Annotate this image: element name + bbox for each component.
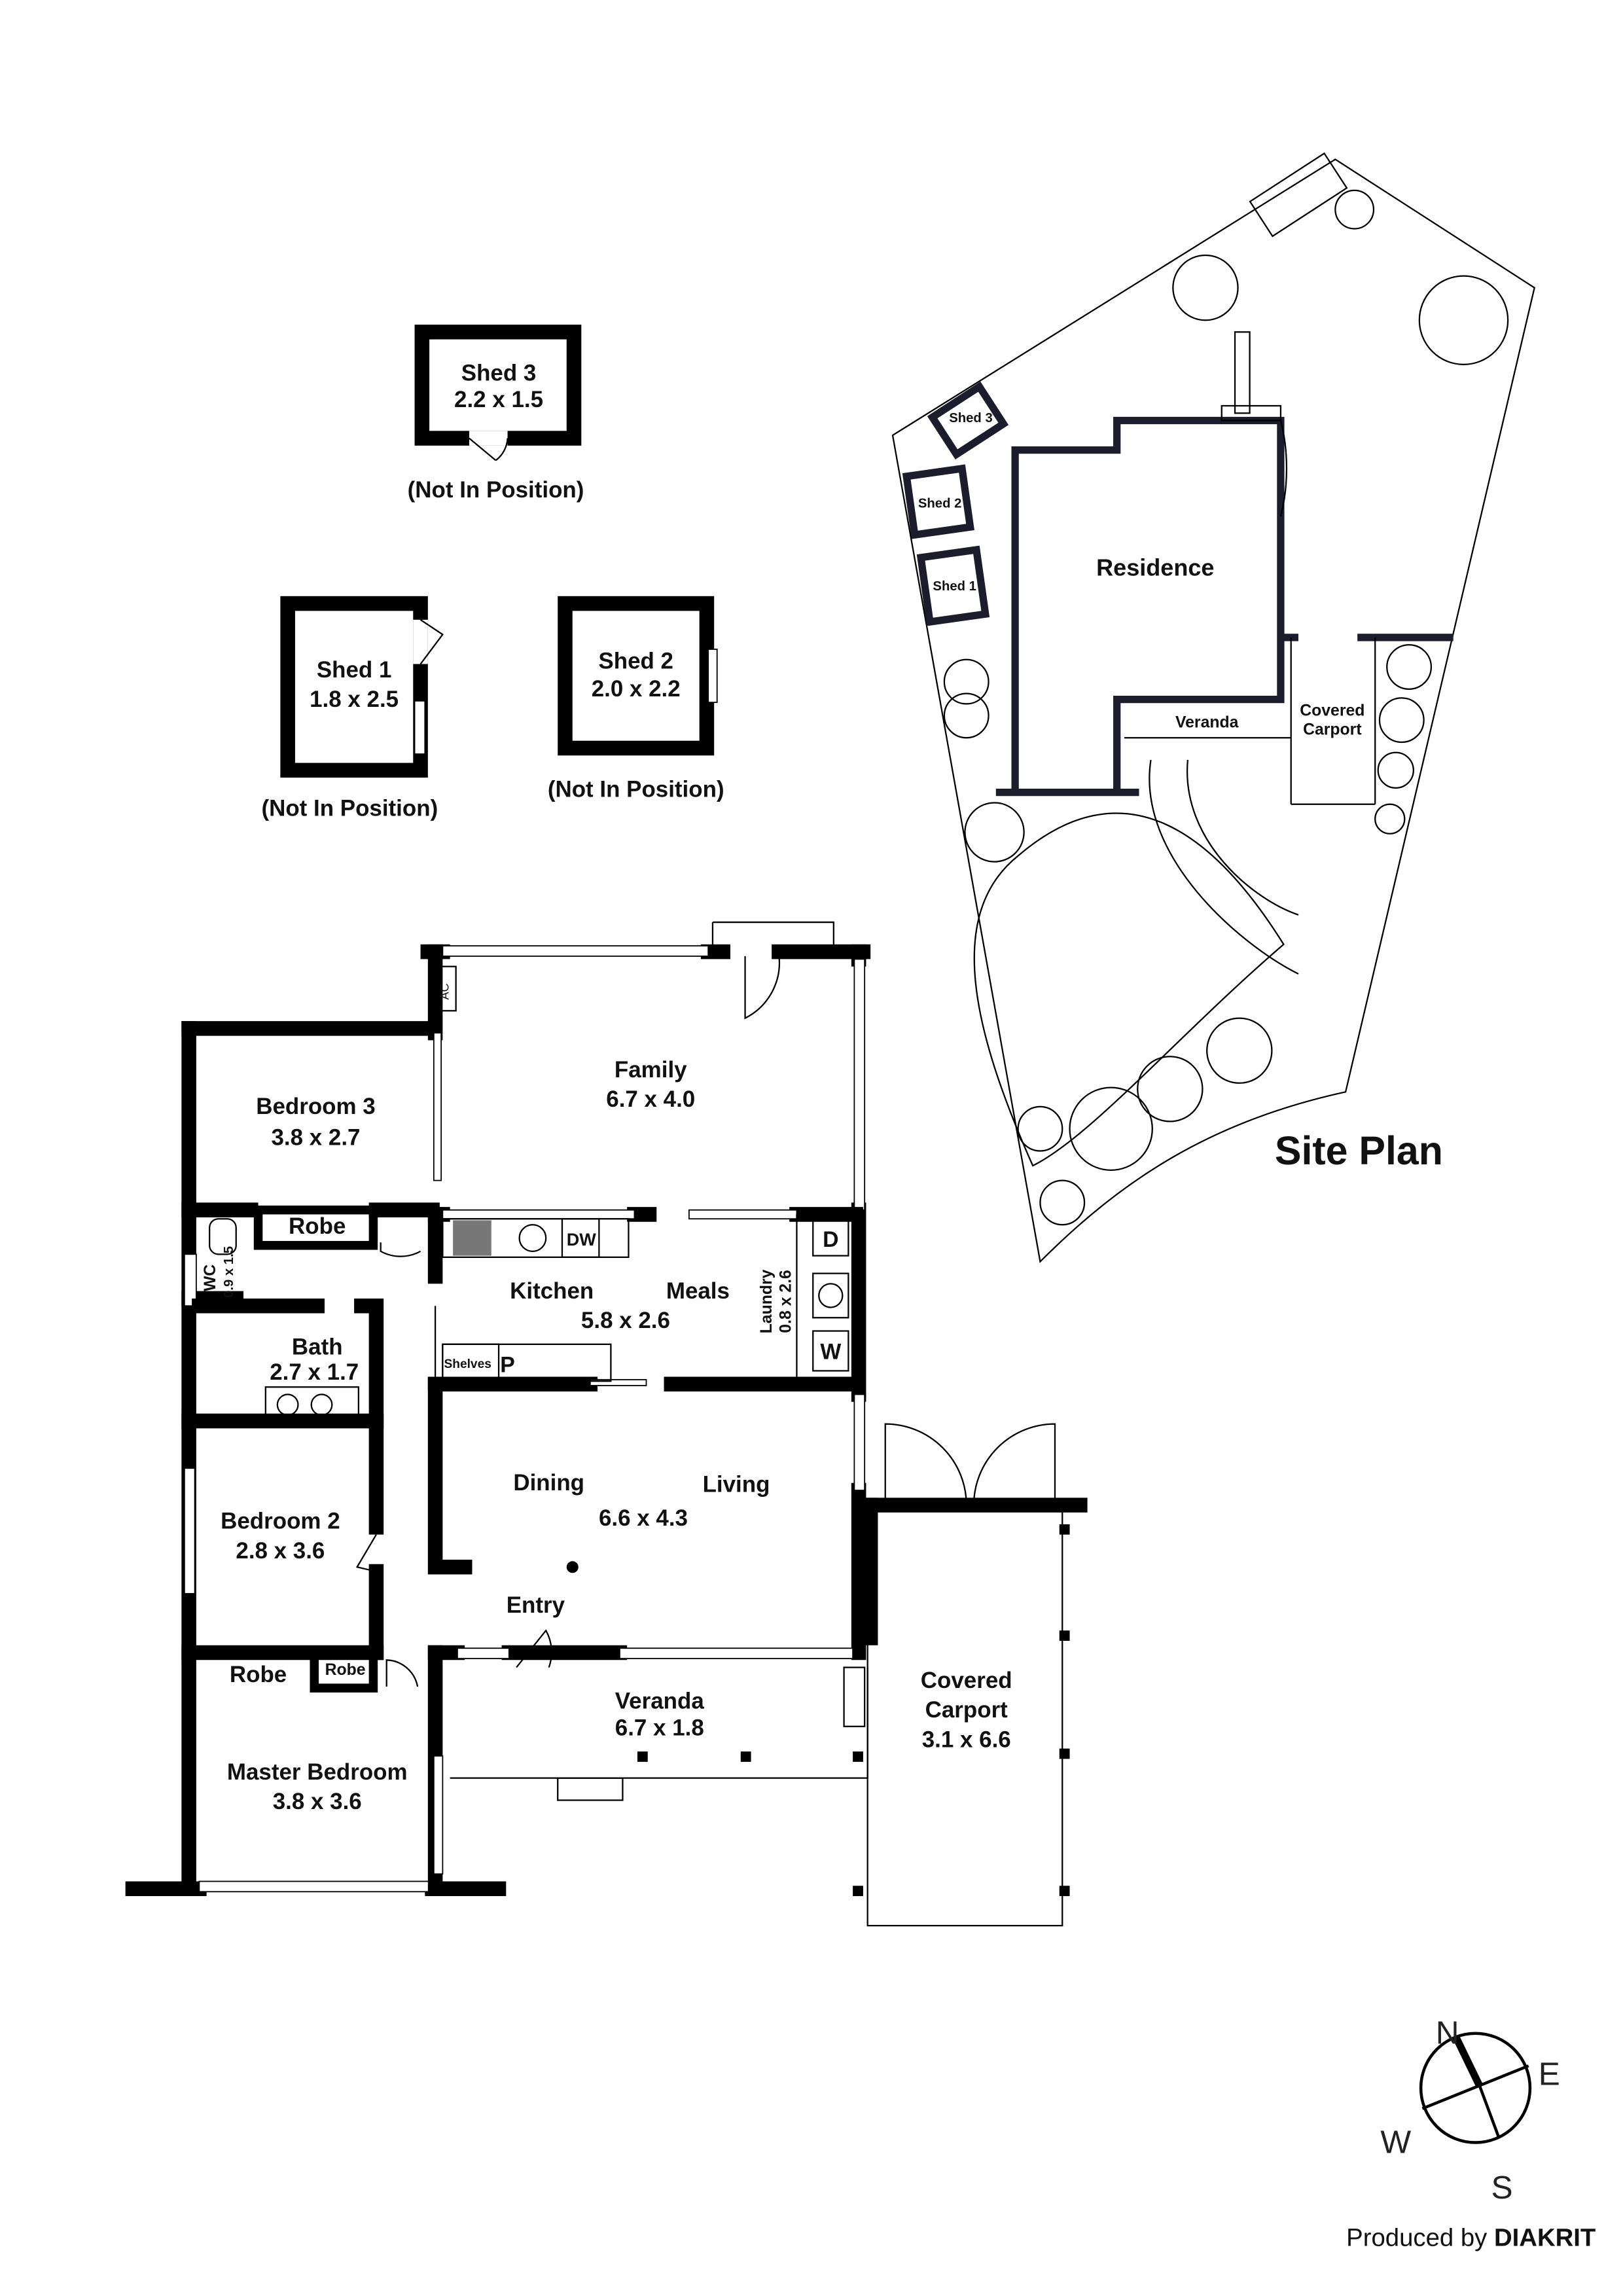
site-plan: Residence Shed 3 Shed 2 Shed 1 Veranda C…: [891, 152, 1535, 1263]
site-shed2-label: Shed 2: [918, 497, 962, 511]
dishwasher-label: DW: [567, 1230, 597, 1249]
shelves-label: Shelves: [444, 1357, 491, 1371]
site-plan-title: Site Plan: [1275, 1128, 1443, 1173]
pantry-label: P: [500, 1353, 515, 1378]
washer-label: W: [820, 1339, 841, 1364]
family-name: Family: [615, 1057, 687, 1083]
shed-3-note: (Not In Position): [408, 477, 584, 503]
kitchen-name: Kitchen: [510, 1278, 594, 1304]
garden-trees: [943, 189, 1509, 1226]
master-dims: 3.8 x 3.6: [273, 1789, 362, 1814]
carport-dims: 3.1 x 6.6: [922, 1727, 1011, 1752]
bath-name: Bath: [292, 1335, 343, 1360]
compass-s: S: [1491, 2169, 1513, 2206]
dining-name: Dining: [513, 1470, 584, 1496]
compass-icon: N: [1419, 2014, 1532, 2144]
credit: Produced by DIAKRIT: [1346, 2223, 1596, 2251]
bedroom3-dims: 3.8 x 2.7: [271, 1124, 360, 1150]
kitchen-dims: 5.8 x 2.6: [581, 1308, 670, 1333]
shed-1-name: Shed 1: [317, 657, 392, 683]
shed-1-note: (Not In Position): [261, 796, 438, 821]
robe2-name: Robe: [230, 1662, 287, 1687]
veranda-name: Veranda: [615, 1689, 705, 1714]
site-shed1-label: Shed 1: [933, 579, 976, 594]
laundry-name: Laundry: [758, 1269, 776, 1333]
wc-name: WC: [202, 1265, 219, 1291]
shed-2-dims: 2.0 x 2.2: [592, 676, 681, 702]
dryer-label: D: [823, 1227, 838, 1252]
room-labels: Family 6.7 x 4.0 Bedroom 3 3.8 x 2.7 Rob…: [202, 1057, 1012, 1814]
veranda-dims: 6.7 x 1.8: [615, 1715, 704, 1740]
shed-2-name: Shed 2: [598, 648, 673, 673]
robe1-name: Robe: [289, 1213, 346, 1239]
house-walls: AC: [125, 921, 871, 1897]
shed-3-name: Shed 3: [461, 361, 537, 386]
family-dims: 6.7 x 4.0: [606, 1086, 695, 1112]
residence-label: Residence: [1096, 554, 1214, 581]
credit-brand: DIAKRIT: [1494, 2223, 1596, 2251]
site-shed3-label: Shed 3: [949, 411, 993, 425]
shed-3: Shed 3 2.2 x 1.5 (Not In Position): [408, 324, 584, 503]
shed-1: Shed 1 1.8 x 2.5 (Not In Position): [261, 596, 444, 821]
shed-1-dims: 1.8 x 2.5: [310, 687, 399, 712]
bedroom3-name: Bedroom 3: [256, 1094, 375, 1119]
carport-name-1: Covered: [921, 1668, 1012, 1693]
site-veranda-label: Veranda: [1175, 713, 1239, 731]
carport-name-2: Carport: [925, 1697, 1008, 1723]
dining-dims: 6.6 x 4.3: [599, 1505, 688, 1531]
master-name: Master Bedroom: [227, 1759, 408, 1785]
bedroom2-name: Bedroom 2: [221, 1509, 340, 1534]
entry-name: Entry: [507, 1592, 565, 1618]
compass-n: N: [1436, 2014, 1459, 2051]
shed-2-note: (Not In Position): [548, 776, 724, 802]
compass-e: E: [1539, 2056, 1560, 2092]
kitchen-fixtures: DW Shelves P D W: [209, 1218, 849, 1382]
bedroom2-dims: 2.8 x 3.6: [236, 1538, 325, 1564]
robe3-name: Robe: [325, 1661, 366, 1679]
living-name: Living: [703, 1471, 770, 1497]
site-carport-label-2: Carport: [1303, 721, 1361, 739]
ac-label: AC: [438, 984, 451, 1000]
veranda-carport: [450, 1423, 1088, 1927]
compass-w: W: [1380, 2123, 1411, 2160]
credit-prefix: Produced by: [1346, 2223, 1488, 2251]
shed-2: Shed 2 2.0 x 2.2 (Not In Position): [548, 596, 724, 802]
bath-dims: 2.7 x 1.7: [270, 1359, 359, 1385]
shed-3-dims: 2.2 x 1.5: [454, 387, 543, 412]
site-carport-label-1: Covered: [1300, 702, 1364, 719]
laundry-dims: 0.8 x 2.6: [777, 1270, 794, 1333]
meals-name: Meals: [666, 1278, 730, 1304]
wc-dims: 0.9 x 1.5: [222, 1246, 236, 1298]
